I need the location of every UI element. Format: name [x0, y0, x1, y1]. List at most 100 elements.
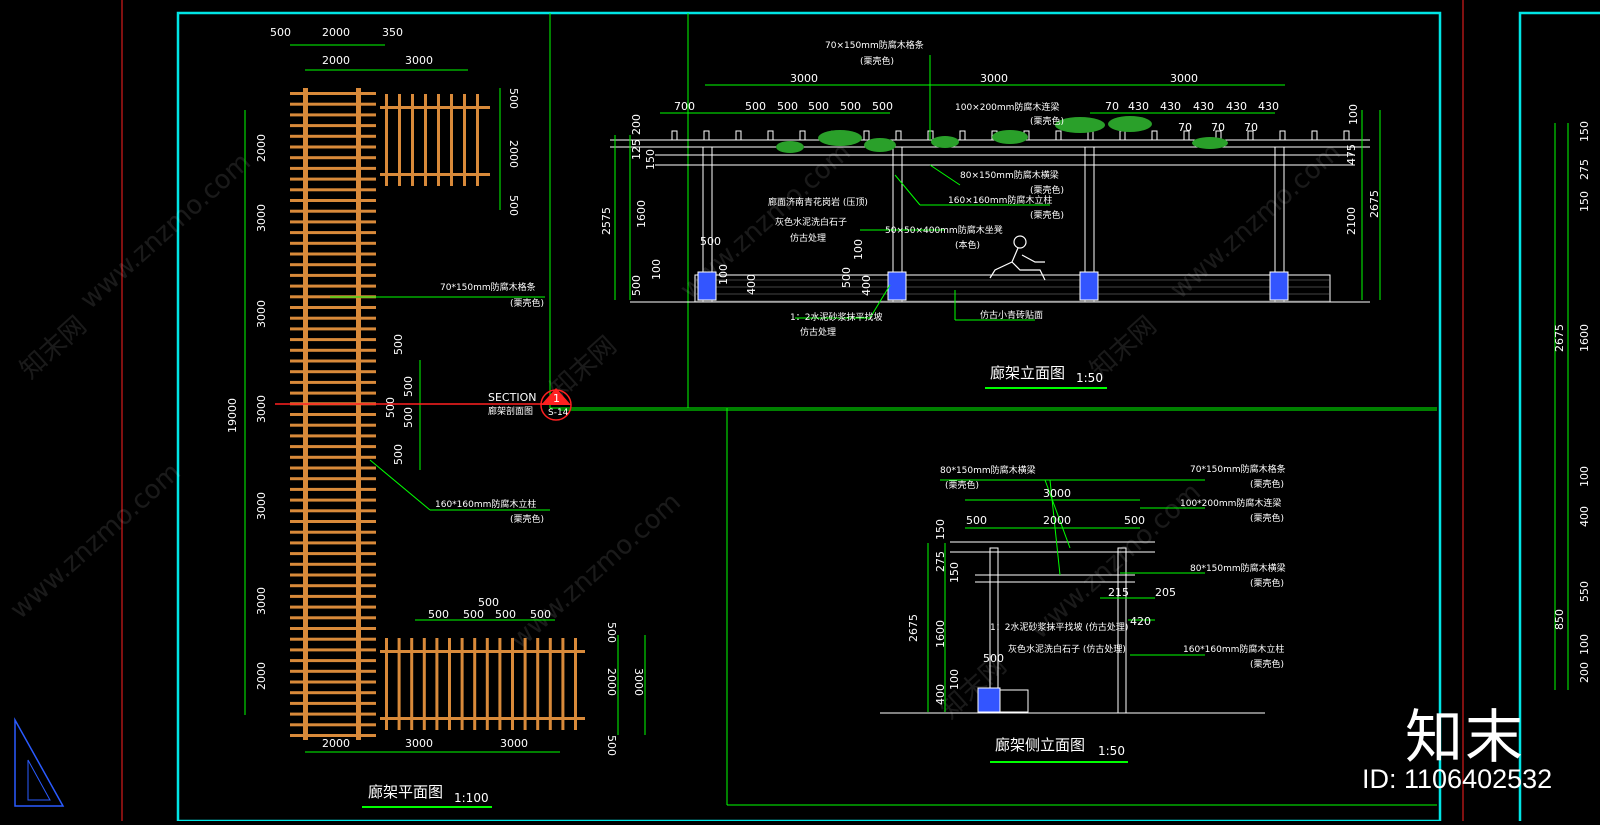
plan-dim-lower-top: 500	[478, 596, 499, 609]
plan-arm-slat	[536, 638, 540, 730]
plan-slat	[290, 284, 376, 288]
elev-purlin-end	[703, 130, 710, 141]
elev-dim-row2-right: 430	[1226, 100, 1247, 113]
plan-arm-slat	[450, 94, 453, 186]
plan-slat	[290, 156, 376, 160]
elev-dim-row3: 70	[1244, 121, 1258, 134]
watermark-text: www.znzmo.com	[505, 487, 687, 655]
elev-purlin-end	[1311, 130, 1318, 141]
plan-dim-left: 2000	[255, 662, 268, 690]
elev-dim-row3: 70	[1211, 121, 1225, 134]
plan-slat	[290, 413, 376, 416]
section-number: 1	[553, 392, 560, 405]
right-partial-dim: 150	[1578, 121, 1591, 142]
plan-slat	[290, 124, 376, 128]
elev-dim-bench: 500	[840, 267, 853, 288]
plan-slat	[290, 680, 376, 684]
plan-dim-right-top: 500	[507, 88, 520, 109]
elev-dim-row2-right: 70	[1105, 100, 1119, 113]
elev-purlin-end	[735, 130, 742, 141]
plan-arm-slat	[424, 94, 427, 186]
plan-slat	[290, 530, 376, 534]
plan-slat	[290, 712, 376, 716]
elev-purlin-end	[895, 130, 902, 141]
plan-bottom-arm-slats	[385, 638, 577, 730]
plan-slat	[290, 605, 376, 609]
plan-arm-slat	[410, 638, 414, 730]
plan-dim-top1: 350	[382, 26, 403, 39]
elev-dim-top: 3000	[1170, 72, 1198, 85]
plan-slat	[290, 102, 376, 106]
right-partial-dim: 100	[1578, 466, 1591, 487]
side-dim-mid: 420	[1130, 615, 1151, 628]
elev-dim-top: 3000	[980, 72, 1008, 85]
plan-slat	[290, 348, 376, 352]
plan-arm-slat	[435, 638, 439, 730]
plan-slat	[290, 477, 376, 481]
plan-slat	[290, 701, 376, 705]
image-id-label: ID: 1106402532	[1362, 764, 1553, 794]
elev-purlin-end	[863, 130, 870, 141]
elev-bench-pier	[887, 271, 907, 301]
elevation-view: 3000 3000 3000 700 500 500 500 500 500 7…	[600, 39, 1381, 389]
elev-label-seat: 50×50×400mm防腐木坐凳	[885, 224, 1003, 236]
plan-arm-slat	[523, 638, 527, 730]
elev-bench-pier	[697, 271, 717, 301]
plan-slat	[290, 734, 376, 737]
section-marker-arrow	[541, 388, 571, 405]
side-scale: 1:50	[1098, 744, 1125, 758]
plan-dim-right-top: 500	[507, 195, 520, 216]
watermark-text: www.znzmo.com	[75, 147, 257, 315]
elev-dim-right: 2100	[1345, 207, 1358, 235]
plan-arm-slat	[463, 94, 466, 186]
elev-dim-bench: 400	[745, 274, 758, 295]
elev-dim-left: 500	[630, 275, 643, 296]
plan-slat	[290, 241, 376, 245]
plan-slat	[290, 209, 376, 213]
plan-dimension-lines	[244, 44, 646, 753]
elev-scale: 1:50	[1076, 371, 1103, 385]
next-sheet-frame	[1518, 11, 1600, 821]
elev-foliage	[776, 116, 1228, 153]
side-title: 廊架侧立面图	[995, 736, 1085, 754]
elev-dim-left: 150	[644, 149, 657, 170]
right-partial-dim: 150	[1578, 191, 1591, 212]
side-view: 3000 500 2000 500 150 275 150 1600 400 1…	[880, 463, 1286, 763]
plan-slat	[290, 498, 376, 502]
plan-slat	[290, 627, 376, 630]
plan-dim-top2: 3000	[405, 54, 433, 67]
plan-dim-right-bottom: 2000	[605, 668, 618, 696]
right-partial-dim: 200	[1578, 662, 1591, 683]
elev-dim-row2-right: 430	[1160, 100, 1181, 113]
side-dim-left: 150	[948, 562, 961, 583]
plan-slat	[290, 562, 376, 566]
elev-label-brick: 仿古小青砖贴面	[980, 309, 1043, 321]
plan-title: 廊架平面图	[368, 783, 443, 801]
elev-purlin-end	[1119, 130, 1126, 141]
elev-dim-right: 100	[1347, 104, 1360, 125]
side-label-mortar: 1：2水泥砂浆抹平找坡 (仿古处理)	[990, 621, 1128, 633]
elev-dim-row2-right: 430	[1258, 100, 1279, 113]
plan-top-arm-beam	[380, 173, 490, 176]
section-text: SECTION	[488, 391, 536, 404]
plan-arm-slat	[397, 638, 401, 730]
elev-label-post: 160×160mm防腐木立柱	[948, 194, 1052, 206]
elev-dim-row2: 500	[840, 100, 861, 113]
plan-top-arm-beam	[380, 106, 490, 109]
plan-dim-mid: 500	[402, 407, 415, 428]
plan-slat	[290, 359, 376, 363]
plan-slat	[290, 659, 376, 663]
elev-purlin-end	[1343, 130, 1350, 141]
plan-dim-top1: 500	[270, 26, 291, 39]
elev-purlin-end	[1279, 130, 1286, 141]
side-dim-top: 3000	[1043, 487, 1071, 500]
plan-bottom-arm-beam	[380, 650, 585, 653]
plan-dim-mid: 500	[392, 444, 405, 465]
elev-dim-row2: 500	[777, 100, 798, 113]
plan-label-purlin-color: (栗壳色)	[510, 297, 544, 309]
side-dim-row2: 2000	[1043, 514, 1071, 527]
plan-slat	[290, 573, 376, 577]
plan-slat	[290, 145, 376, 149]
